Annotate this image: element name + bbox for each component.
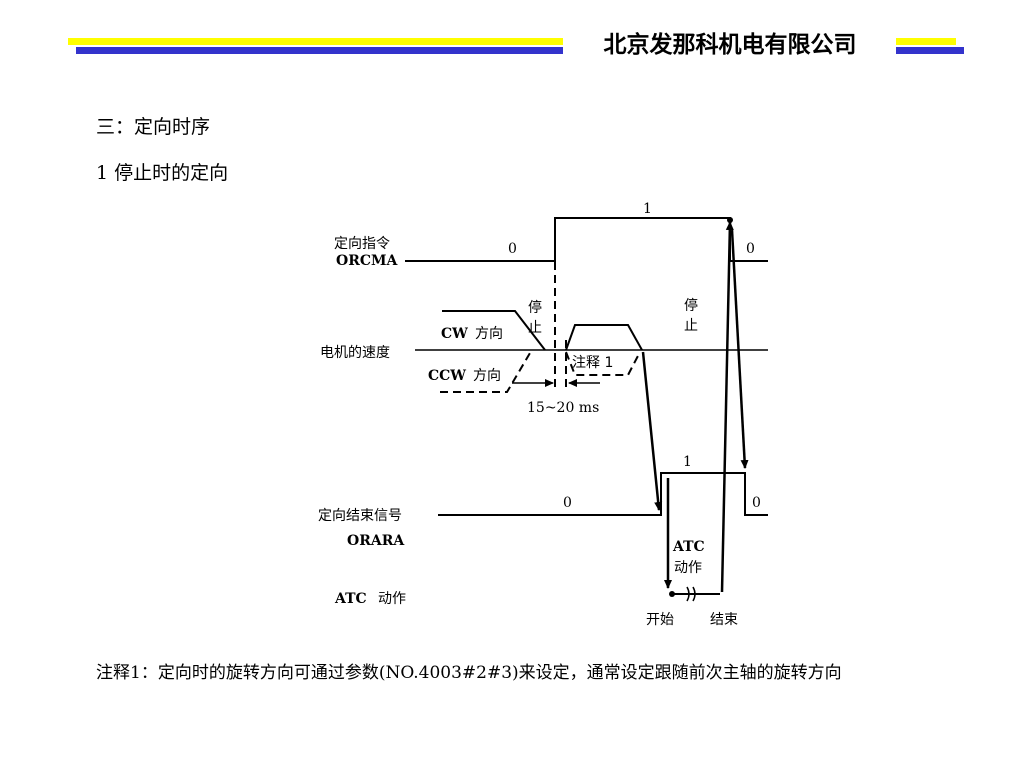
- cw-label-cn: 方向: [475, 326, 503, 342]
- atc-action-latin: ATC: [334, 591, 367, 607]
- stop-label-1-box: 停止: [528, 300, 542, 336]
- header-bar-blue-left: [76, 47, 563, 54]
- orient-end-waveform: [438, 472, 768, 516]
- orient-cmd-end: 0: [746, 241, 755, 257]
- ccw-label-cn: 方向: [473, 368, 501, 384]
- atc-action-cn: 动作: [378, 591, 406, 607]
- orient-end-low: 0: [563, 495, 572, 511]
- start-label: 开始: [646, 612, 674, 628]
- ccw-label-latin: CCW: [428, 368, 466, 384]
- orient-end-high: 1: [683, 454, 692, 470]
- orient-end-end: 0: [752, 495, 761, 511]
- cw-label-latin: CW: [441, 326, 468, 342]
- atc-break-mark: [686, 586, 696, 602]
- orient-cmd-signal: ORCMA: [336, 253, 398, 269]
- orient-cmd-low: 0: [508, 241, 517, 257]
- stop-label-1: 停止: [528, 300, 542, 336]
- ccw-speed-profile: [440, 352, 531, 393]
- motor-speed-label: 电机的速度: [320, 345, 390, 361]
- section-title: 三：定向时序: [96, 116, 211, 138]
- atc-box-cn: 动作: [674, 560, 702, 576]
- note-label: 注释 1: [572, 355, 613, 371]
- orient-cmd-high: 1: [643, 201, 652, 217]
- header-bar-blue-right: [896, 47, 964, 54]
- timing-label: 15~20 ms: [527, 400, 599, 416]
- cw-speed-profile: [442, 310, 546, 351]
- header-bar-yellow-right: [896, 38, 956, 45]
- header-bar-yellow-left: [68, 38, 563, 45]
- footnote: 注释1：定向时的旋转方向可通过参数(NO.4003#2#3)来设定，通常设定跟随…: [96, 663, 842, 683]
- orient-end-label: 定向结束信号: [318, 508, 402, 524]
- orient-cmd-waveform: [405, 217, 768, 262]
- atc-start-dot: [669, 591, 675, 597]
- orient-speed-profile: [565, 324, 643, 351]
- arrow-cmd-to-end: [730, 229, 749, 469]
- cmd-fall-point: [727, 217, 733, 223]
- arrow-speed-to-end: [641, 351, 663, 511]
- orient-end-signal: ORARA: [347, 533, 405, 549]
- company-name: 北京发那科机电有限公司: [603, 32, 857, 58]
- arrow-atc-end-to-cmd: [720, 221, 734, 593]
- end-label: 结束: [710, 612, 738, 628]
- atc-box-latin: ATC: [672, 539, 705, 555]
- subsection-title: 1 停止时的定向: [96, 162, 229, 184]
- stop-label-2: 停止: [684, 298, 698, 334]
- stop-label-2-box: 停止: [684, 298, 698, 334]
- orient-cmd-label: 定向指令: [334, 236, 390, 252]
